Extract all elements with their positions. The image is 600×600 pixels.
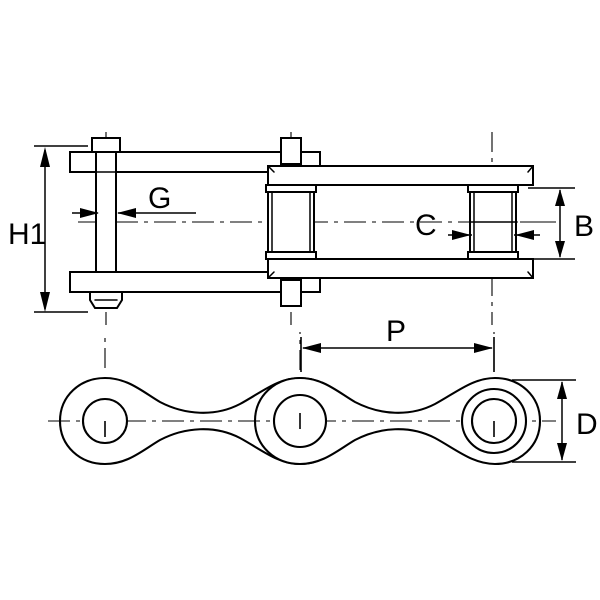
g-arrow-left xyxy=(80,208,99,218)
roller-mid-body xyxy=(267,187,315,257)
roller-mid-collar-top xyxy=(265,184,317,193)
roller-right-collar-bottom xyxy=(467,251,519,260)
g-label: G xyxy=(148,182,171,215)
dimension-c: C xyxy=(415,209,556,242)
b-arrow-top xyxy=(555,189,565,206)
g-arrow-right xyxy=(117,208,136,218)
d-arrow-top xyxy=(557,381,567,399)
roller-right-collar-top xyxy=(467,184,519,193)
d-arrow-bottom xyxy=(557,443,567,461)
lower-inner-link-plate xyxy=(267,258,534,279)
h1-arrow-bottom xyxy=(40,292,50,312)
pin-left-plate-intersections xyxy=(95,171,117,273)
b-arrow-bottom xyxy=(555,241,565,258)
c-label: C xyxy=(415,209,437,242)
pin-left-head-top xyxy=(91,137,121,153)
p-arrow-left xyxy=(302,343,321,353)
c-arrow-right xyxy=(515,230,534,240)
h1-label: H1 xyxy=(8,218,46,251)
roller-mid-collar-bottom xyxy=(265,251,317,260)
dimension-d: D xyxy=(512,379,598,463)
b-label: B xyxy=(574,210,594,243)
top-view-group xyxy=(69,132,556,325)
dimension-g: G xyxy=(72,182,196,218)
pin-mid-head-top xyxy=(280,137,302,165)
dimension-b: B xyxy=(528,187,594,260)
p-arrow-right xyxy=(474,343,493,353)
dimension-h1: H1 xyxy=(8,145,88,313)
upper-plate-offset-step xyxy=(267,165,534,173)
h1-arrow-top xyxy=(40,147,50,167)
roller-mid-bushing-lines xyxy=(271,191,311,253)
upper-inner-link-plate xyxy=(267,165,534,186)
side-view-group xyxy=(48,332,556,466)
lower-outer-link-plate xyxy=(69,271,321,293)
pin-mid-head-bottom xyxy=(280,279,302,307)
pin-left-shank xyxy=(95,151,117,273)
dimension-p: P xyxy=(300,315,495,372)
d-label: D xyxy=(576,408,598,441)
c-arrow-left xyxy=(452,230,471,240)
p-label: P xyxy=(386,315,406,348)
lower-plate-offset-step xyxy=(267,271,534,279)
